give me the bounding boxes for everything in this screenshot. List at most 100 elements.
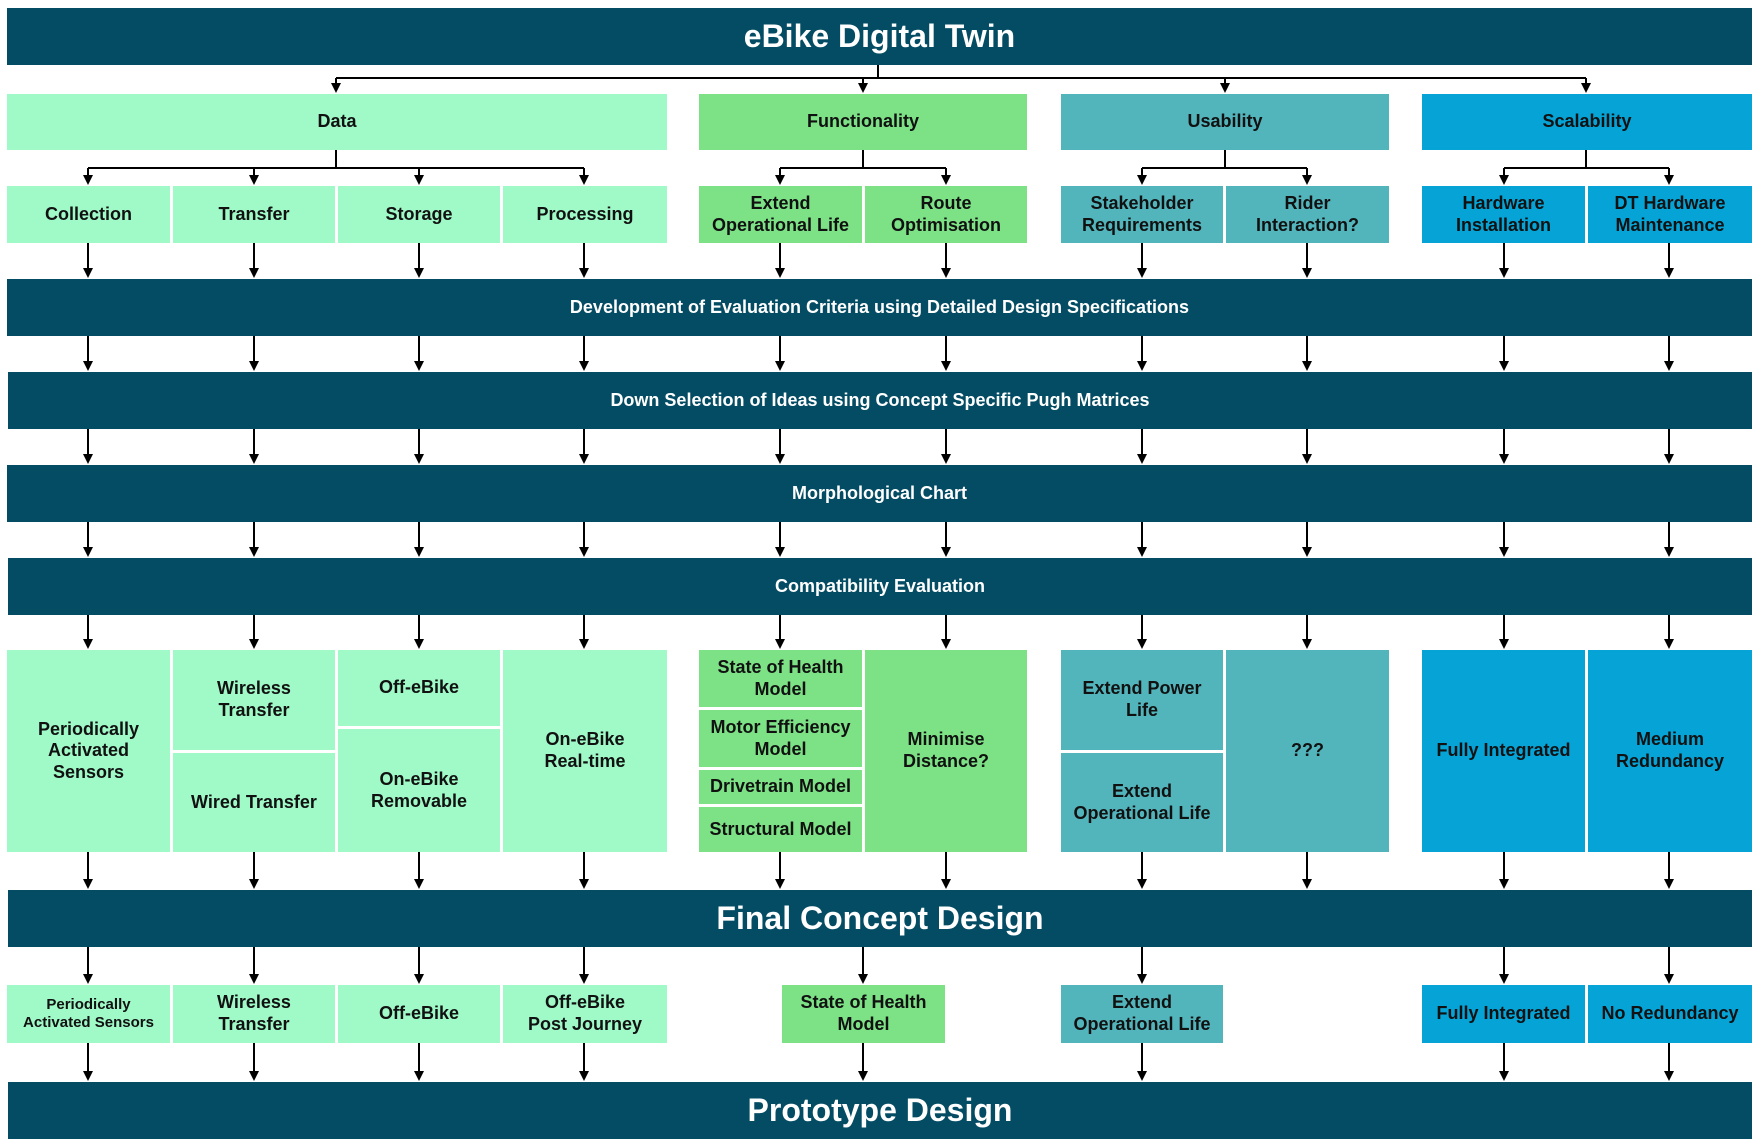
arrow-final-5-head <box>1137 974 1147 984</box>
arrow-stage-0-1-head <box>249 268 259 278</box>
arrow-stage-2-7-head <box>1302 454 1312 464</box>
arrow-stage-3-0-head <box>83 547 93 557</box>
category-scalability: Scalability <box>1422 94 1752 150</box>
arrow-stage-2-6-head <box>1137 454 1147 464</box>
arrow-final-7-head <box>1664 974 1674 984</box>
arrow-stage-1-8-head <box>1499 361 1509 371</box>
arrow-stage-5-1-head <box>249 879 259 889</box>
arrow-category-sub-2-0-head <box>1137 175 1147 185</box>
arrow-stage-3-8-head <box>1499 547 1509 557</box>
arrow-category-sub-0-1-head <box>249 175 259 185</box>
category-functionality: Functionality <box>699 94 1027 150</box>
sub-collection: Collection <box>7 186 170 243</box>
arrow-prototype-7-head <box>1664 1071 1674 1081</box>
arrow-prototype-4-head <box>858 1071 868 1081</box>
arrow-category-sub-2-1-head <box>1302 175 1312 185</box>
sub-dt-hardware-maintenance: DT Hardware Maintenance <box>1588 186 1752 243</box>
arrow-prototype-6-head <box>1499 1071 1509 1081</box>
arrow-final-0-head <box>83 974 93 984</box>
category-data: Data <box>7 94 667 150</box>
arrow-title-category-2-head <box>1220 83 1230 93</box>
final-no-redundancy: No Redundancy <box>1588 985 1752 1043</box>
arrow-category-sub-1-0-head <box>775 175 785 185</box>
arrow-prototype-0-head <box>83 1071 93 1081</box>
arrow-final-1-head <box>249 974 259 984</box>
category-usability: Usability <box>1061 94 1389 150</box>
arrow-stage-5-8-head <box>1499 879 1509 889</box>
arrow-stage-5-6-head <box>1137 879 1147 889</box>
arrow-final-2-head <box>414 974 424 984</box>
stage-morphological-chart: Morphological Chart <box>7 465 1752 522</box>
arrow-title-category-0-head <box>331 83 341 93</box>
sub-rider-interaction: Rider Interaction? <box>1226 186 1389 243</box>
arrow-stage-0-2-head <box>414 268 424 278</box>
concept-drivetrain-model: Drivetrain Model <box>699 770 862 804</box>
arrow-title-category-3-head <box>1581 83 1591 93</box>
arrow-stage-1-0-head <box>83 361 93 371</box>
sub-extend-operational-life: Extend Operational Life <box>699 186 862 243</box>
arrow-category-sub-3-1-head <box>1664 175 1674 185</box>
arrow-stage-5-9-head <box>1664 879 1674 889</box>
concept-fully-integrated: Fully Integrated <box>1422 650 1585 852</box>
arrow-stage-0-8-head <box>1499 268 1509 278</box>
concept-on-ebike-removable: On-eBike Removable <box>338 729 500 852</box>
arrow-final-4-head <box>858 974 868 984</box>
arrow-stage-2-9-head <box>1664 454 1674 464</box>
arrow-stage-0-7-head <box>1302 268 1312 278</box>
stage-compatibility-evaluation: Compatibility Evaluation <box>8 558 1752 615</box>
stage-prototype-design: Prototype Design <box>8 1082 1752 1139</box>
arrow-stage-4-6-head <box>1137 639 1147 649</box>
arrow-stage-5-4-head <box>775 879 785 889</box>
concept-extend-power-life: Extend Power Life <box>1061 650 1223 750</box>
stage-final-concept-design: Final Concept Design <box>8 890 1752 947</box>
concept-wireless-transfer: Wireless Transfer <box>173 650 335 750</box>
arrow-stage-3-7-head <box>1302 547 1312 557</box>
arrow-final-3-head <box>579 974 589 984</box>
arrow-final-6-head <box>1499 974 1509 984</box>
arrow-category-sub-0-0-head <box>83 175 93 185</box>
arrow-stage-1-4-head <box>775 361 785 371</box>
arrow-prototype-5-head <box>1137 1071 1147 1081</box>
arrow-stage-0-5-head <box>941 268 951 278</box>
arrow-stage-0-4-head <box>775 268 785 278</box>
arrow-category-sub-1-1-head <box>941 175 951 185</box>
stage-down-selection: Down Selection of Ideas using Concept Sp… <box>8 372 1752 429</box>
sub-stakeholder-requirements: Stakeholder Requirements <box>1061 186 1223 243</box>
arrow-stage-4-7-head <box>1302 639 1312 649</box>
concept-periodically-activated-sensors: Periodically Activated Sensors <box>7 650 170 852</box>
arrow-stage-3-3-head <box>579 547 589 557</box>
arrow-stage-4-2-head <box>414 639 424 649</box>
arrow-stage-4-3-head <box>579 639 589 649</box>
arrow-stage-3-5-head <box>941 547 951 557</box>
arrow-stage-4-5-head <box>941 639 951 649</box>
arrow-category-sub-3-0-head <box>1499 175 1509 185</box>
arrow-stage-3-6-head <box>1137 547 1147 557</box>
concept-state-of-health-model: State of Health Model <box>699 650 862 707</box>
final-extend-operational-life: Extend Operational Life <box>1061 985 1223 1043</box>
concept-structural-model: Structural Model <box>699 807 862 852</box>
arrow-stage-5-7-head <box>1302 879 1312 889</box>
concept-motor-efficiency-model: Motor Efficiency Model <box>699 710 862 767</box>
arrow-stage-0-9-head <box>1664 268 1674 278</box>
arrow-stage-1-9-head <box>1664 361 1674 371</box>
arrow-stage-2-8-head <box>1499 454 1509 464</box>
final-wireless-transfer: Wireless Transfer <box>173 985 335 1043</box>
arrow-stage-2-5-head <box>941 454 951 464</box>
concept-on-ebike-realtime: On-eBike Real-time <box>503 650 667 852</box>
arrow-stage-0-0-head <box>83 268 93 278</box>
final-off-ebike-post-journey: Off-eBike Post Journey <box>503 985 667 1043</box>
title-bar: eBike Digital Twin <box>7 8 1752 65</box>
final-off-ebike: Off-eBike <box>338 985 500 1043</box>
arrow-stage-4-9-head <box>1664 639 1674 649</box>
arrow-stage-5-3-head <box>579 879 589 889</box>
arrow-stage-4-1-head <box>249 639 259 649</box>
arrow-stage-1-1-head <box>249 361 259 371</box>
sub-storage: Storage <box>338 186 500 243</box>
arrow-stage-1-5-head <box>941 361 951 371</box>
arrow-category-sub-0-3-head <box>579 175 589 185</box>
concept-off-ebike: Off-eBike <box>338 650 500 726</box>
final-periodically-activated-sensors: Periodically Activated Sensors <box>7 985 170 1043</box>
arrow-stage-3-9-head <box>1664 547 1674 557</box>
